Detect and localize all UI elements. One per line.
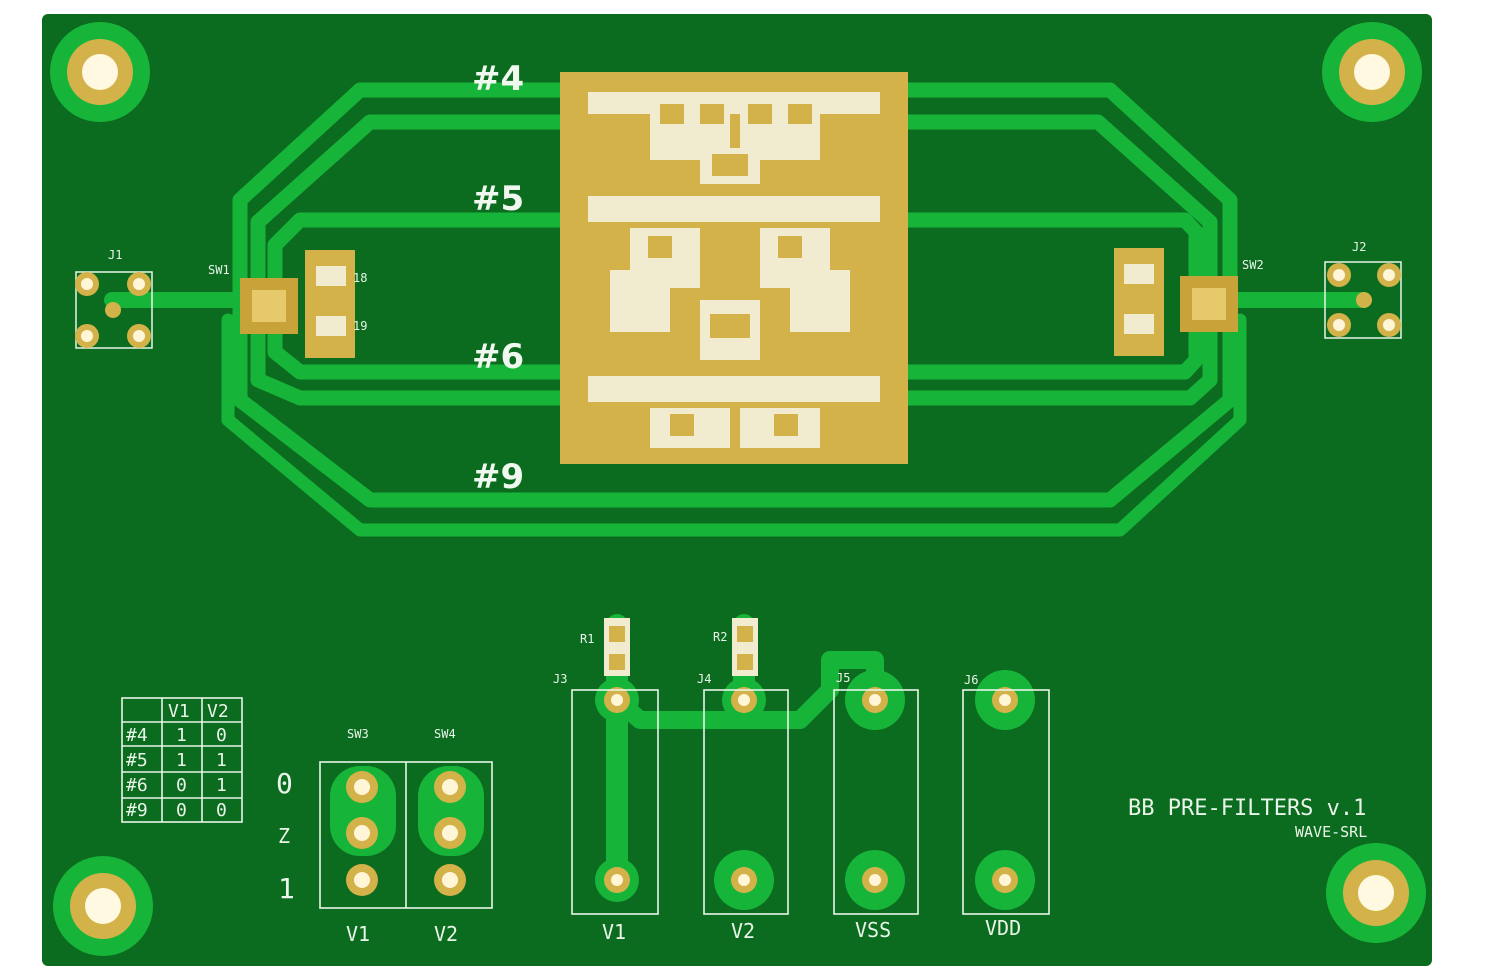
truth-table-grid xyxy=(121,697,243,823)
switch-position-label: 1 xyxy=(278,872,295,905)
power-label-v1: V1 xyxy=(602,920,626,944)
board-maker: WAVE-SRL xyxy=(1295,823,1367,841)
table-cell: 0 xyxy=(176,800,187,821)
table-cell: #6 xyxy=(126,775,148,796)
through-holes xyxy=(604,687,1018,893)
input-network xyxy=(305,250,355,358)
filter-label: #4 xyxy=(472,59,524,99)
mounting-hole xyxy=(50,22,150,122)
part-label: 18 xyxy=(353,271,367,285)
table-cell: 0 xyxy=(216,800,227,821)
trace-path-9 xyxy=(232,302,1238,508)
power-label-vdd: VDD xyxy=(985,916,1021,940)
connector-label: J3 xyxy=(553,672,567,686)
filter-label: #6 xyxy=(472,337,524,377)
power-label-v2: V2 xyxy=(731,919,755,943)
part-label: R1 xyxy=(580,632,594,646)
switch-position-label: Z xyxy=(278,824,290,848)
j2-sma-footprint xyxy=(1324,261,1402,339)
table-cell: 0 xyxy=(176,775,187,796)
silk-outlines xyxy=(319,689,1050,915)
part-label: R2 xyxy=(713,630,727,644)
sw3-header xyxy=(330,766,396,896)
part-label: 19 xyxy=(353,319,367,333)
switch-label: SW1 xyxy=(208,263,230,277)
output-network xyxy=(1114,248,1164,356)
table-cell: 0 xyxy=(216,725,227,746)
mounting-hole xyxy=(1322,22,1422,122)
power-label-vss: VSS xyxy=(855,918,891,942)
sw1-footprint xyxy=(240,278,298,334)
truth-table: V1 V2 #4 1 0 #5 1 1 #6 0 1 #9 0 0 xyxy=(126,701,229,821)
filter-label: #9 xyxy=(472,457,524,497)
connector-label: J4 xyxy=(697,672,711,686)
table-cell: 1 xyxy=(176,750,187,771)
pcb-solder-mask xyxy=(42,14,1432,966)
j1-sma-footprint xyxy=(75,271,153,349)
sw4-header xyxy=(418,766,484,896)
switch-label: SW3 xyxy=(347,727,369,741)
table-cell: 1 xyxy=(216,775,227,796)
mounting-hole xyxy=(53,856,153,956)
table-cell: #9 xyxy=(126,800,148,821)
board-title: BB PRE-FILTERS v.1 xyxy=(1128,796,1366,821)
table-header: V1 xyxy=(168,701,190,722)
connector-label: J6 xyxy=(964,673,978,687)
filter-label: #5 xyxy=(472,179,524,219)
switch-bottom-label: V1 xyxy=(346,922,370,946)
resistor-pads xyxy=(604,618,758,676)
mounting-hole xyxy=(1326,843,1426,943)
table-cell: 1 xyxy=(176,725,187,746)
switch-label: SW4 xyxy=(434,727,456,741)
connector-label: J2 xyxy=(1352,240,1366,254)
connector-label: J1 xyxy=(108,248,122,262)
sw2-footprint xyxy=(1180,276,1238,332)
table-cell: #5 xyxy=(126,750,148,771)
switch-bottom-label: V2 xyxy=(434,922,458,946)
filter-substrate xyxy=(560,72,908,464)
connector-label: J5 xyxy=(836,671,850,685)
table-cell: 1 xyxy=(216,750,227,771)
table-cell: #4 xyxy=(126,725,148,746)
trace-path-9b xyxy=(221,313,1247,537)
mounting-holes xyxy=(50,22,1426,956)
table-header: V2 xyxy=(207,701,229,722)
switch-label: SW2 xyxy=(1242,258,1264,272)
switch-position-label: 0 xyxy=(276,767,293,800)
